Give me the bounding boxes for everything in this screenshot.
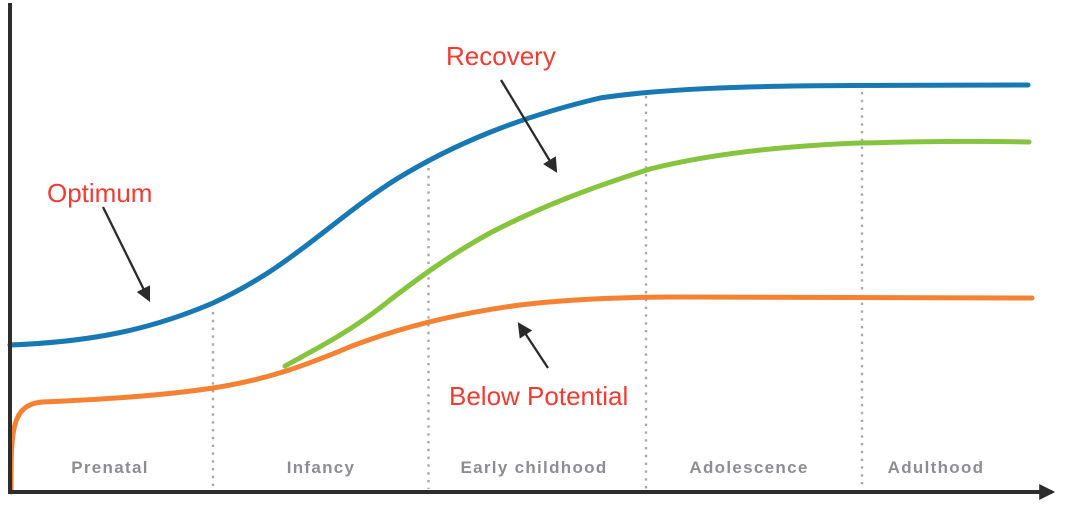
stage-label-adolescence: Adolescence xyxy=(689,458,809,477)
recovery-curve xyxy=(282,138,1032,369)
optimum-curve xyxy=(7,82,1031,348)
stage-label-prenatal: Prenatal xyxy=(71,458,149,477)
recovery-label: Recovery xyxy=(446,41,556,71)
stage-divider-lines xyxy=(211,92,864,489)
stage-label-infancy: Infancy xyxy=(286,458,356,477)
below-potential-curve xyxy=(8,294,1035,495)
stage-label-adulthood: Adulthood xyxy=(887,458,985,477)
stage-label-early-childhood: Early childhood xyxy=(460,458,608,477)
below-potential-arrow xyxy=(517,322,549,369)
optimum-label: Optimum xyxy=(47,178,153,208)
recovery-arrow xyxy=(500,79,558,173)
optimum-arrow xyxy=(101,206,151,303)
below-potential-label: Below Potential xyxy=(449,381,629,411)
